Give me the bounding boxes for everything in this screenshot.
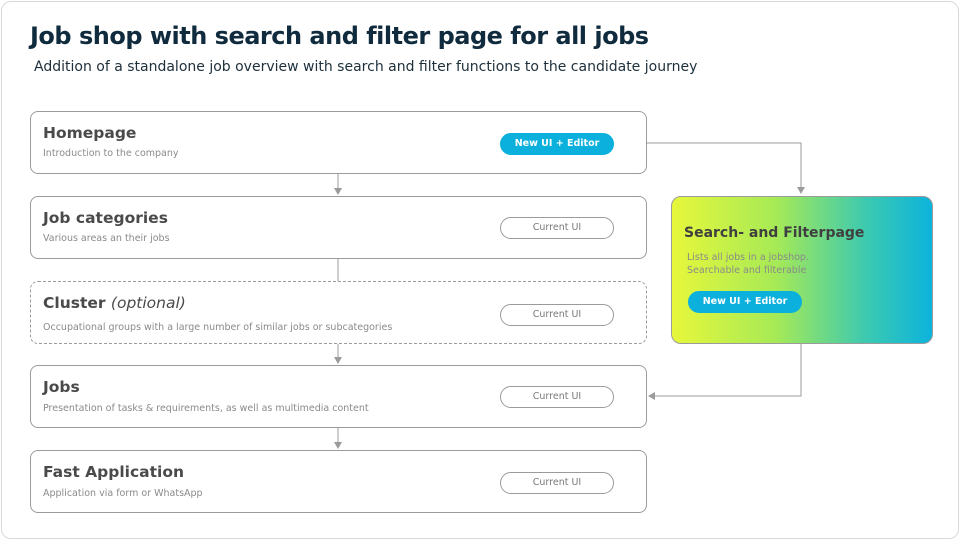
step-name-main: Cluster <box>43 294 106 312</box>
search-page-description-line: Lists all jobs in a jobshop. <box>687 252 809 263</box>
search-filter-page-card: Search- and Filterpage Lists all jobs in… <box>671 196 933 344</box>
optional-label: (optional) <box>110 294 186 312</box>
current-ui-badge: Current UI <box>500 472 614 494</box>
step-jobs: Jobs Presentation of tasks & requirement… <box>30 365 647 428</box>
step-homepage: Homepage Introduction to the company New… <box>30 111 647 174</box>
current-ui-badge: Current UI <box>500 386 614 408</box>
step-job-categories: Job categories Various areas an their jo… <box>30 196 647 259</box>
search-page-description: Lists all jobs in a jobshop. Searchable … <box>687 251 809 277</box>
step-name: Homepage <box>43 124 137 142</box>
page-subtitle: Addition of a standalone job overview wi… <box>34 59 698 75</box>
step-cluster: Cluster (optional) Occupational groups w… <box>30 281 647 344</box>
search-page-name: Search- and Filterpage <box>684 225 865 241</box>
step-name: Jobs <box>43 378 80 396</box>
search-page-description-line: Searchable and filterable <box>687 265 807 276</box>
page-title: Job shop with search and filter page for… <box>30 22 649 50</box>
step-description: Various areas an their jobs <box>43 233 170 244</box>
step-description: Introduction to the company <box>43 148 179 159</box>
arrow-search-to-jobs <box>648 343 802 400</box>
step-fast-application: Fast Application Application via form or… <box>30 450 647 513</box>
step-description: Presentation of tasks & requirements, as… <box>43 403 369 414</box>
current-ui-badge: Current UI <box>500 217 614 239</box>
step-name: Cluster (optional) <box>43 294 186 312</box>
step-name: Job categories <box>43 209 168 227</box>
new-ui-editor-badge: New UI + Editor <box>688 291 802 313</box>
step-name: Fast Application <box>43 463 185 481</box>
step-description: Application via form or WhatsApp <box>43 488 203 499</box>
arrow-homepage-to-search <box>646 142 805 194</box>
current-ui-badge: Current UI <box>500 304 614 326</box>
step-description: Occupational groups with a large number … <box>43 322 393 333</box>
new-ui-editor-badge: New UI + Editor <box>500 133 614 155</box>
